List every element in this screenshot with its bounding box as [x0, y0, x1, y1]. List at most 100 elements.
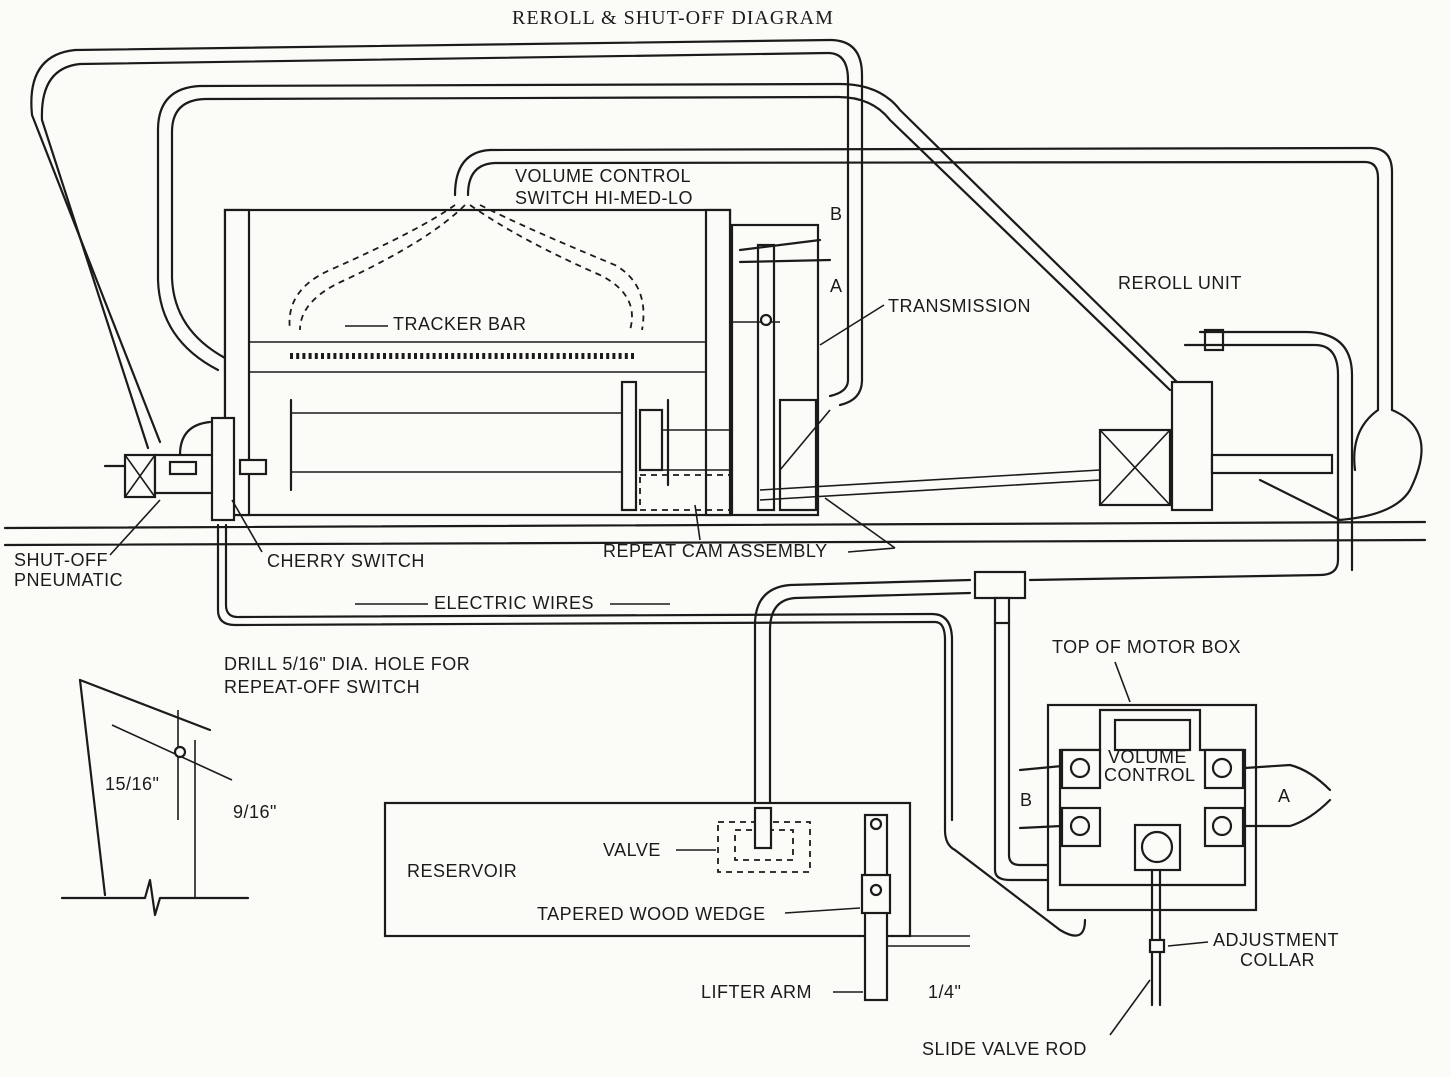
roll-spool — [289, 380, 760, 512]
tracker-hole — [513, 353, 517, 359]
label-reroll-unit: REROLL UNIT — [1118, 273, 1242, 293]
tracker-hole — [494, 353, 498, 359]
tracker-hole — [469, 353, 473, 359]
tracker-hole — [420, 353, 424, 359]
tracker-hole — [581, 353, 585, 359]
tracker-hole — [432, 353, 436, 359]
tracker-hole — [345, 353, 349, 359]
shutoff-pneumatic — [103, 453, 217, 499]
label-adjustment: ADJUSTMENT — [1213, 930, 1339, 950]
tracker-hole — [364, 353, 368, 359]
label-tracker-bar: TRACKER BAR — [393, 314, 527, 334]
outer-tubing — [30, 38, 1423, 522]
tracker-hole — [525, 353, 529, 359]
tracker-hole — [562, 353, 566, 359]
label-b-top: B — [830, 204, 843, 224]
label-dim-9-16: 9/16" — [233, 802, 277, 822]
tracker-hole — [333, 353, 337, 359]
label-cherry-switch: CHERRY SWITCH — [267, 551, 425, 571]
tracker-hole — [612, 353, 616, 359]
tracker-hole — [401, 353, 405, 359]
transmission — [730, 223, 1101, 517]
label-electric-wires: ELECTRIC WIRES — [434, 593, 594, 613]
tracker-hole — [575, 353, 579, 359]
tracker-hole — [593, 353, 597, 359]
tracker-hole — [488, 353, 492, 359]
label-volume-control: VOLUME CONTROL — [515, 166, 691, 186]
tracker-hole — [569, 353, 572, 359]
tracker-hole — [407, 353, 411, 359]
tracker-hole — [556, 353, 560, 359]
reservoir — [383, 801, 970, 1002]
tracker-hole — [606, 353, 610, 359]
drill-hole-detail — [60, 678, 250, 917]
tracker-bar — [290, 353, 634, 359]
label-tapered-wood-wedge: TAPERED WOOD WEDGE — [537, 904, 766, 924]
tracker-hole — [302, 353, 306, 359]
tracker-hole — [531, 353, 535, 359]
tracker-hole — [314, 353, 318, 359]
tracker-hole — [339, 353, 343, 359]
tracker-hole — [308, 353, 312, 359]
tracker-hole — [376, 353, 380, 359]
label-repeat-off-switch: REPEAT-OFF SWITCH — [224, 677, 420, 697]
tracker-hole — [519, 353, 523, 359]
label-dim-15-16: 15/16" — [105, 774, 159, 794]
motor-box — [1018, 703, 1332, 1007]
tracker-hole — [550, 353, 554, 359]
tracker-hole — [463, 353, 467, 359]
tracker-hole — [414, 353, 417, 359]
tracker-hole — [290, 353, 293, 359]
tracker-hole — [358, 353, 362, 359]
tracker-hole — [445, 353, 448, 359]
tracker-hole — [395, 353, 399, 359]
electric-wires — [216, 523, 1087, 937]
tracker-hole — [538, 353, 541, 359]
tracker-hole — [383, 353, 386, 359]
tracker-hole — [500, 353, 504, 359]
label-volume: VOLUME — [1108, 747, 1187, 767]
label-control: CONTROL — [1104, 765, 1196, 785]
label-drill-hole: DRILL 5/16" DIA. HOLE FOR — [224, 654, 470, 674]
label-transmission: TRANSMISSION — [888, 296, 1031, 316]
tracker-hole — [507, 353, 510, 359]
label-shutoff: SHUT-OFF — [14, 550, 108, 570]
tracker-hole — [327, 353, 331, 359]
tracker-hole — [438, 353, 442, 359]
tracker-hole — [587, 353, 591, 359]
reroll-unit — [1028, 328, 1354, 582]
label-volume-control-switch: SWITCH HI-MED-LO — [515, 188, 693, 208]
tracker-hole — [451, 353, 455, 359]
tracker-hole — [321, 353, 324, 359]
volume-control-dashed-tubing — [288, 204, 645, 331]
tracker-hole — [352, 353, 355, 359]
tracker-hole — [389, 353, 393, 359]
label-a-motor: A — [1278, 786, 1291, 806]
tracker-hole — [482, 353, 486, 359]
label-repeat-cam: REPEAT CAM ASSEMBLY — [603, 541, 828, 561]
label-top-of-motor-box: TOP OF MOTOR BOX — [1052, 637, 1241, 657]
label-lifter-arm: LIFTER ARM — [701, 982, 812, 1002]
label-reservoir: RESERVOIR — [407, 861, 517, 881]
diagram-labels: VOLUME CONTROL SWITCH HI-MED-LO TRACKER … — [14, 166, 1339, 1059]
label-b-motor: B — [1020, 790, 1033, 810]
cherry-switch — [178, 416, 268, 522]
tracker-hole — [370, 353, 374, 359]
label-a-top: A — [830, 276, 843, 296]
tracker-hole — [296, 353, 300, 359]
tracker-hole — [618, 353, 622, 359]
tracker-hole — [457, 353, 461, 359]
tracker-hole — [476, 353, 479, 359]
tracker-hole — [600, 353, 603, 359]
label-valve: VALVE — [603, 840, 661, 860]
tracker-hole — [631, 353, 634, 359]
label-slide-valve-rod: SLIDE VALVE ROD — [922, 1039, 1087, 1059]
tracker-hole — [426, 353, 430, 359]
tracker-hole — [544, 353, 548, 359]
label-dim-1-4: 1/4" — [928, 982, 961, 1002]
diagram-title: REROLL & SHUT-OFF DIAGRAM — [512, 7, 834, 29]
tracker-hole — [624, 353, 628, 359]
label-collar: COLLAR — [1240, 950, 1315, 970]
